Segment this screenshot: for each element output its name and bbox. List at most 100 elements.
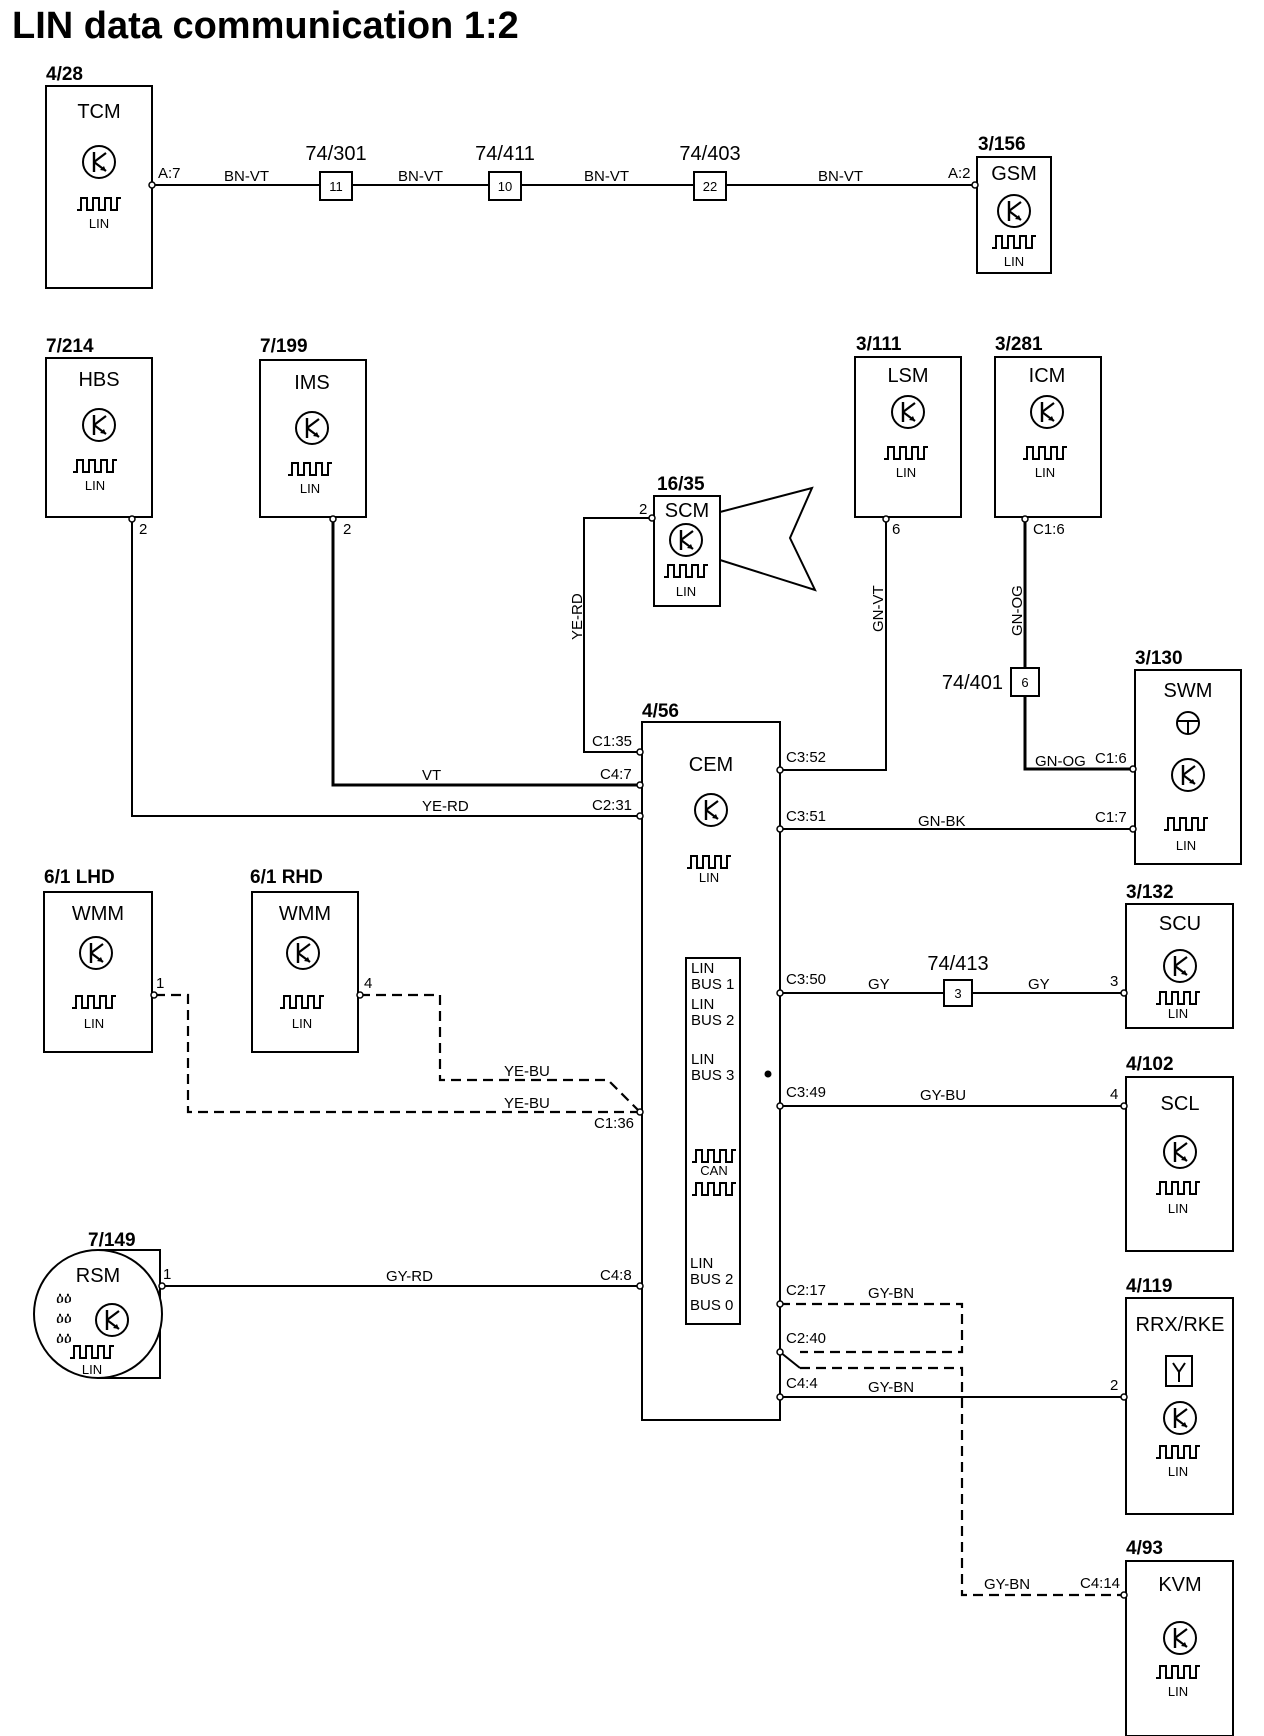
lsm-pin-label: 6 bbox=[892, 521, 900, 538]
ecu-icon bbox=[285, 935, 321, 971]
ecu-icon bbox=[996, 193, 1032, 229]
ecu-icon bbox=[1162, 1134, 1198, 1170]
ecu-icon bbox=[78, 935, 114, 971]
splice-74-403: 74/403 22 bbox=[679, 143, 741, 201]
cem-pin bbox=[636, 1282, 644, 1290]
wmm-pin bbox=[356, 991, 364, 999]
wire-label-ye-rd: YE-RD bbox=[422, 798, 469, 815]
cem-pin-label: C4:7 bbox=[600, 766, 632, 783]
wmm-lhd-pin-label: 1 bbox=[156, 975, 164, 992]
ecu-icon bbox=[693, 792, 729, 828]
cem-module: 4/56 CEM LIN LIN BUS 1 LIN BUS 2 LIN BUS… bbox=[592, 701, 826, 1421]
scl-pin-label: 4 bbox=[1110, 1086, 1118, 1103]
kvm-pin bbox=[1120, 1591, 1128, 1599]
kvm-sub: LIN bbox=[1168, 1684, 1188, 1699]
wire-label-vt: VT bbox=[422, 767, 441, 784]
wire-label-gn-og: GN-OG bbox=[1009, 585, 1026, 636]
ecu-icon bbox=[1029, 394, 1065, 430]
ims-module: 7/199 IMS LIN 2 bbox=[259, 336, 367, 538]
lsm-name: LSM bbox=[887, 365, 928, 387]
wmm-lhd-ref: 6/1 LHD bbox=[44, 867, 115, 888]
hbs-ref: 7/214 bbox=[46, 336, 94, 357]
splice-num: 3 bbox=[954, 986, 961, 1001]
ecu-icon bbox=[81, 144, 117, 180]
kvm-ref: 4/93 bbox=[1126, 1538, 1163, 1559]
cem-bus-1: BUS 1 bbox=[691, 976, 734, 993]
cem-bus-block bbox=[685, 957, 741, 1325]
cem-pin-label: C3:51 bbox=[786, 808, 826, 825]
hbs-sub: LIN bbox=[85, 478, 105, 493]
ecu-icon bbox=[890, 394, 926, 430]
swm-ref: 3/130 bbox=[1135, 648, 1183, 669]
rrx-ref: 4/119 bbox=[1126, 1276, 1173, 1297]
cem-bus-lin: LIN bbox=[691, 996, 714, 1013]
icm-pin-label: C1:6 bbox=[1033, 521, 1065, 538]
wire-label: BN-VT bbox=[584, 168, 629, 185]
cem-pin bbox=[776, 989, 784, 997]
rsm-sub: LIN bbox=[82, 1362, 102, 1377]
kvm-module: 4/93 KVM LIN C4:14 bbox=[1080, 1538, 1234, 1736]
ecu-icon bbox=[94, 1302, 130, 1338]
cem-pin bbox=[636, 748, 644, 756]
cem-bus-2: BUS 2 bbox=[691, 1012, 734, 1029]
cem-ref: 4/56 bbox=[642, 701, 679, 722]
cem-pin bbox=[776, 1393, 784, 1401]
wmm-pin bbox=[150, 991, 158, 999]
lsm-pin bbox=[882, 515, 890, 523]
splice-74-411: 74/411 10 bbox=[475, 143, 535, 201]
rsm-pin bbox=[158, 1282, 166, 1290]
splice-num: 10 bbox=[498, 179, 512, 194]
wmm-rhd-ref: 6/1 RHD bbox=[250, 867, 323, 888]
gsm-name: GSM bbox=[991, 163, 1037, 185]
icm-pin bbox=[1021, 515, 1029, 523]
cem-pin-label: C3:52 bbox=[786, 749, 826, 766]
wire-label-gy: GY bbox=[868, 976, 890, 993]
splice-ref: 74/403 bbox=[679, 143, 740, 165]
wire-label-ye-bu: YE-BU bbox=[504, 1063, 550, 1080]
wmm-rhd-module: 6/1 RHD WMM LIN 4 bbox=[250, 867, 372, 1053]
splice-74-413: 74/413 3 bbox=[927, 953, 989, 1007]
wmm-rhd-name: WMM bbox=[279, 903, 331, 925]
cem-pin bbox=[776, 1300, 784, 1308]
splice-ref: 74/413 bbox=[927, 953, 988, 975]
kvm-pin-label: C4:14 bbox=[1080, 1575, 1120, 1592]
hbs-module: 7/214 HBS LIN 2 bbox=[45, 336, 153, 538]
cem-bus-can: CAN bbox=[700, 1163, 727, 1178]
scm-pin bbox=[648, 514, 656, 522]
scl-name: SCL bbox=[1161, 1093, 1200, 1115]
wire-label-gy-bn: GY-BN bbox=[868, 1285, 914, 1302]
scl-pin bbox=[1120, 1102, 1128, 1110]
cem-bus-lin: LIN bbox=[691, 960, 714, 977]
cem-pin-label: C1:36 bbox=[594, 1115, 634, 1132]
cem-pin-label: C4:4 bbox=[786, 1375, 818, 1392]
wire-label: BN-VT bbox=[398, 168, 443, 185]
ecu-icon bbox=[81, 407, 117, 443]
tcm-pin-label: A:7 bbox=[158, 165, 181, 182]
cem-pin bbox=[776, 1102, 784, 1110]
scu-ref: 3/132 bbox=[1126, 882, 1174, 903]
rsm-module: 7/149 RSM ዕዕ ዕዕ ዕዕ LIN 1 bbox=[33, 1230, 171, 1379]
scl-sub: LIN bbox=[1168, 1201, 1188, 1216]
lsm-ref: 3/111 bbox=[856, 334, 902, 355]
kvm-name: KVM bbox=[1158, 1574, 1201, 1596]
ecu-icon bbox=[294, 410, 330, 446]
rsm-ref: 7/149 bbox=[88, 1230, 136, 1251]
wire-label-gy: GY bbox=[1028, 976, 1050, 993]
wire-label-gy-bn: GY-BN bbox=[984, 1576, 1030, 1593]
splice-ref: 74/411 bbox=[475, 143, 535, 165]
ims-ref: 7/199 bbox=[260, 336, 308, 357]
splice-num: 22 bbox=[703, 179, 717, 194]
cem-pin-label: C2:17 bbox=[786, 1282, 826, 1299]
ecu-icon bbox=[1170, 757, 1206, 793]
scm-module: 16/35 SCM LIN 2 bbox=[639, 474, 817, 607]
icm-sub: LIN bbox=[1035, 465, 1055, 480]
wire-label-gn-vt: GN-VT bbox=[870, 585, 887, 632]
icm-module: 3/281 ICM LIN C1:6 bbox=[994, 334, 1102, 538]
cem-pin-label: C2:40 bbox=[786, 1330, 826, 1347]
scu-module: 3/132 SCU LIN 3 bbox=[1110, 882, 1234, 1029]
cem-pin-label: C3:49 bbox=[786, 1084, 826, 1101]
page-title: LIN data communication 1:2 bbox=[12, 5, 519, 47]
gsm-pin bbox=[971, 181, 979, 189]
cem-pin bbox=[636, 781, 644, 789]
